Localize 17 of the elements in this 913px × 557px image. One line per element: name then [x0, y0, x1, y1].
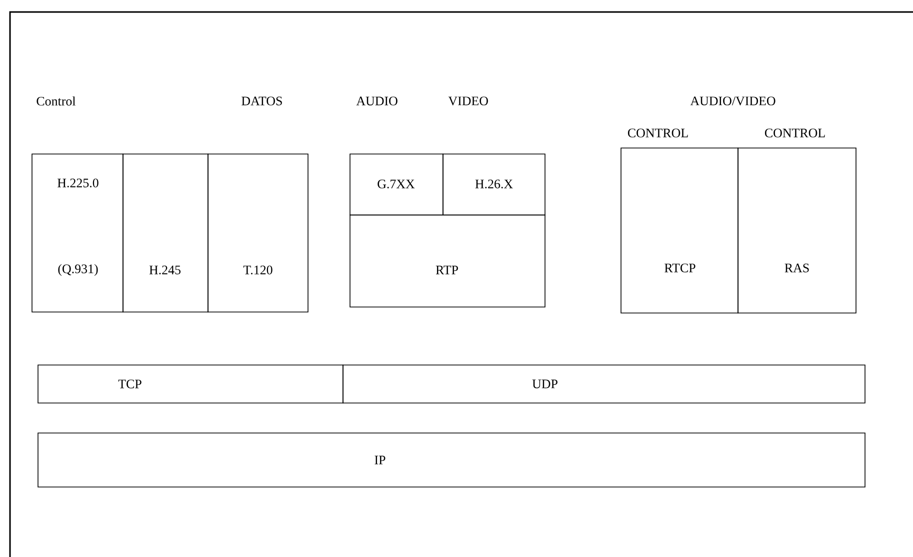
column-heading: AUDIO	[356, 96, 398, 106]
protocol-box: G.7XX	[350, 154, 444, 216]
protocol-box: H.245	[122, 154, 208, 312]
protocol-box: UDP	[342, 364, 866, 404]
protocol-box: IP	[38, 432, 866, 488]
protocol-box: TCP	[38, 364, 344, 404]
column-heading: DATOS	[242, 96, 282, 106]
protocol-box: RAS	[738, 148, 856, 314]
column-heading: Control	[36, 96, 76, 106]
column-heading: CONTROL	[764, 128, 825, 138]
protocol-box: H.26.X	[442, 154, 546, 216]
protocol-box: H.225.0 (Q.931)	[32, 154, 124, 312]
protocol-box: RTP	[350, 214, 546, 308]
protocol-box: RTCP	[620, 148, 738, 314]
column-heading: VIDEO	[448, 96, 488, 106]
protocol-box: T.120	[208, 154, 308, 312]
column-heading: AUDIO/VIDEO	[690, 96, 776, 106]
